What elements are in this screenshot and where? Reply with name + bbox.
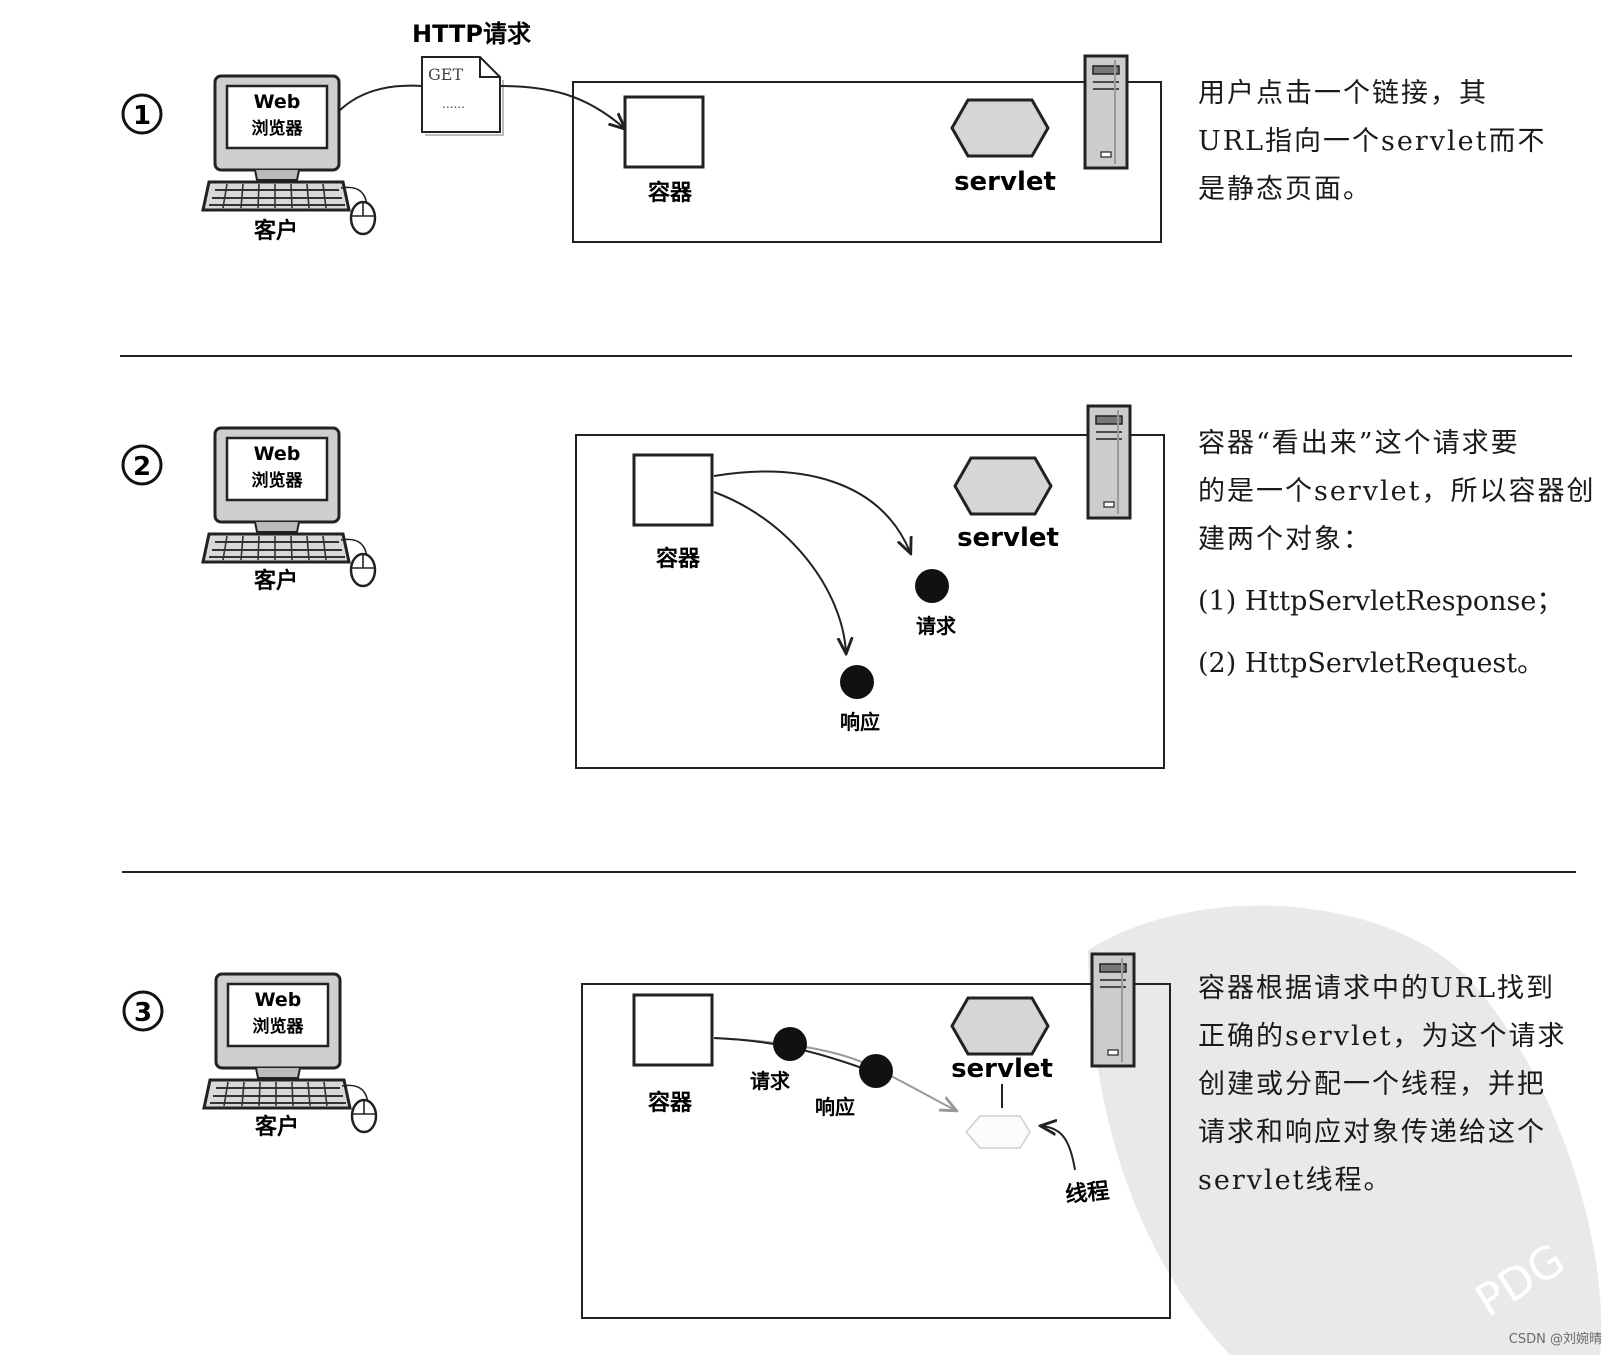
servlet-hexagon-2 bbox=[953, 456, 1053, 516]
request-object-3 bbox=[773, 1027, 807, 1061]
server-tower-1 bbox=[1083, 54, 1129, 170]
arrow-to-request bbox=[713, 470, 910, 552]
servlet-hexagon-1 bbox=[950, 98, 1050, 158]
browser-label-line1: Web bbox=[254, 91, 301, 113]
container-label-1: 容器 bbox=[648, 180, 693, 206]
pdg-watermark: PDG bbox=[1088, 905, 1602, 1355]
step-1-line: URL指向一个servlet而不 bbox=[1198, 126, 1547, 157]
container-box-2 bbox=[575, 434, 1165, 769]
servlet-label-3: servlet bbox=[951, 1054, 1053, 1084]
step-2-item-response: (1) HttpServletResponse； bbox=[1198, 586, 1564, 617]
request-label-2: 请求 bbox=[916, 614, 957, 638]
step-3-diagram: 3 Web 浏览器 客户 容器 servlet 请求 响应 线程 bbox=[122, 952, 1171, 1319]
container-icon-3 bbox=[632, 993, 714, 1067]
browser-label-line1: Web bbox=[255, 989, 302, 1011]
container-icon-1 bbox=[623, 95, 705, 169]
http-request-label: HTTP请求 bbox=[412, 20, 531, 48]
arrow-to-response bbox=[713, 491, 846, 652]
step-2-item-request: (2) HttpServletRequest。 bbox=[1198, 648, 1545, 679]
servlet-label-2: servlet bbox=[957, 523, 1059, 553]
step-1-badge bbox=[121, 93, 163, 135]
server-tower-3 bbox=[1090, 952, 1136, 1068]
step-2-line: 的是一个servlet，所以容器创 bbox=[1198, 476, 1596, 507]
get-dots: ...... bbox=[442, 97, 465, 111]
response-object-3 bbox=[859, 1054, 893, 1088]
client-label: 客户 bbox=[254, 218, 298, 244]
step-2-description: 容器“看出来”这个请求要 的是一个servlet，所以容器创 建两个对象： (1… bbox=[1198, 420, 1620, 688]
browser-label-line2: 浏览器 bbox=[252, 118, 304, 139]
step-2-diagram: 2 Web 浏览器 客户 容器 servlet 请求 响应 bbox=[121, 404, 1165, 769]
browser-label-line2: 浏览器 bbox=[252, 470, 304, 491]
servlet-hexagon-3 bbox=[950, 996, 1050, 1056]
container-label-3: 容器 bbox=[648, 1090, 693, 1116]
step-3-line: 请求和响应对象传递给这个 bbox=[1198, 1117, 1546, 1148]
container-icon-2 bbox=[632, 453, 714, 527]
client-label: 客户 bbox=[255, 1114, 299, 1140]
step-3-badge bbox=[122, 990, 164, 1032]
step-3-line: 创建或分配一个线程，并把 bbox=[1198, 1069, 1546, 1100]
browser-label-line2: 浏览器 bbox=[253, 1016, 305, 1037]
step-3-number: 3 bbox=[134, 998, 152, 1028]
container-label-2: 容器 bbox=[656, 546, 701, 572]
response-label-3: 响应 bbox=[815, 1095, 855, 1119]
browser-label-line1: Web bbox=[254, 443, 301, 465]
step-2-number: 2 bbox=[133, 452, 151, 482]
request-label-3: 请求 bbox=[750, 1069, 791, 1093]
get-label: GET bbox=[428, 65, 463, 84]
step-1-description: 用户点击一个链接，其 URL指向一个servlet而不 是静态页面。 bbox=[1198, 70, 1620, 214]
client-label: 客户 bbox=[254, 568, 298, 594]
step-3-line: servlet线程。 bbox=[1198, 1165, 1393, 1196]
thread-label: 线程 bbox=[1064, 1178, 1110, 1208]
step-3-description: 容器根据请求中的URL找到 正确的servlet，为这个请求 创建或分配一个线程… bbox=[1198, 965, 1620, 1205]
response-object-2 bbox=[840, 665, 874, 699]
request-object-2 bbox=[915, 569, 949, 603]
container-box-3 bbox=[581, 983, 1171, 1319]
step-3-line: 正确的servlet，为这个请求 bbox=[1198, 1021, 1567, 1052]
step-1-number: 1 bbox=[133, 101, 151, 131]
request-arrow bbox=[499, 85, 624, 128]
servlet-label-1: servlet bbox=[954, 167, 1056, 197]
step-2-line: 容器“看出来”这个请求要 bbox=[1198, 428, 1520, 459]
csdn-credit: CSDN @刘婉晴 bbox=[1508, 1332, 1602, 1347]
step-2-badge bbox=[121, 444, 163, 486]
step-3-line: 容器根据请求中的URL找到 bbox=[1198, 973, 1556, 1004]
thread-hexagon bbox=[965, 1115, 1031, 1149]
response-label-2: 响应 bbox=[840, 710, 880, 734]
container-box-1 bbox=[572, 81, 1162, 243]
step-2-line: 建两个对象： bbox=[1198, 524, 1372, 555]
server-tower-2 bbox=[1086, 404, 1132, 520]
request-arrow-line-1 bbox=[337, 84, 423, 113]
step-1-diagram: 1 Web 浏览器 客户 HTTP请求 GET ...... 容器 servle… bbox=[121, 20, 1162, 244]
step-1-line: 用户点击一个链接，其 bbox=[1198, 78, 1488, 109]
step-1-line: 是静态页面。 bbox=[1198, 174, 1372, 205]
thread-arrow bbox=[1042, 1126, 1076, 1171]
